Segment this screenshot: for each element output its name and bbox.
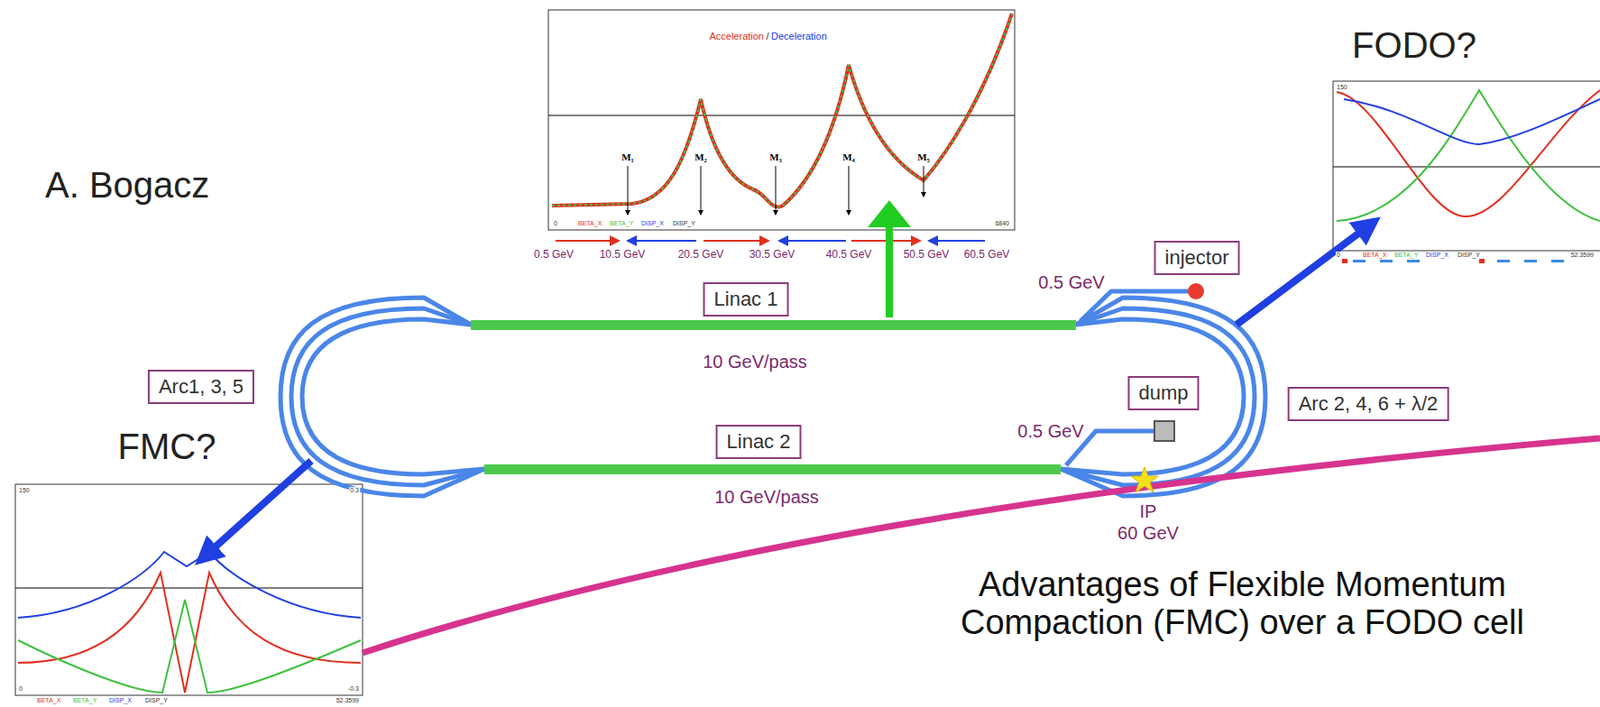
axis-label: -0.3 (347, 685, 360, 693)
pointer-arrow (885, 225, 893, 318)
axis-label: 0 (552, 220, 559, 228)
optics-plot-fmc (15, 484, 363, 696)
linac-box: Linac 1 (703, 282, 790, 317)
axis-label: 6840 (993, 220, 1011, 228)
dump-box: dump (1127, 376, 1199, 411)
axis-label: DISP_Y (144, 697, 169, 705)
annotation-label: 20.5 GeV (677, 248, 726, 261)
annotation-label: 10 GeV/pass (714, 487, 819, 507)
node-text: injector (1165, 246, 1230, 270)
axis-label: BETA_X (36, 697, 62, 705)
axis-label: DISP_Y (1456, 251, 1481, 259)
axis-label: DISP_X (108, 697, 133, 705)
annotation-label: 0.5 GeV (1038, 272, 1104, 293)
injector-dot (1187, 283, 1205, 300)
annotation-label: 0.5 GeV (533, 248, 575, 261)
axis-label: BETA_X (1361, 251, 1388, 259)
linac-bar (470, 320, 1076, 331)
dump-square (1154, 421, 1175, 442)
annotation-label: 60 GeV (1117, 523, 1179, 543)
annotation-label: Deceleration (770, 30, 828, 42)
axis-label: BETA_Y (72, 697, 98, 705)
annotation-label: 10.5 GeV (598, 248, 647, 261)
racetrack-arcs (280, 291, 1266, 497)
linac-box: Linac 2 (716, 424, 802, 460)
node-text: Linac 1 (714, 287, 779, 312)
axis-label: BETA_Y (1393, 251, 1419, 259)
annotation-label: 30.5 GeV (748, 248, 797, 261)
annotation-label: 10 GeV/pass (702, 351, 808, 372)
axis-label: 52.3599 (1570, 251, 1595, 259)
optics-plot-linac (548, 9, 1015, 241)
heading-label: FMC? (118, 426, 217, 467)
annotation-label: 40.5 GeV (825, 248, 874, 261)
annotation-label: 50.5 GeV (902, 248, 951, 261)
annotation-label: 60.5 GeV (963, 248, 1012, 261)
annotation-label: M₅ (916, 151, 931, 163)
caption-text: Advantages of Flexible Momentum Compacti… (892, 566, 1592, 643)
axis-label: DISP_X (1425, 251, 1450, 259)
pointer-arrowhead (867, 200, 911, 228)
annotation-label: IP (1140, 501, 1158, 522)
arc-box: Arc1, 3, 5 (147, 369, 255, 405)
axis-label: 52.3599 (335, 697, 360, 705)
axis-label: BETA_X (577, 220, 603, 228)
axis-label: 0 (1335, 251, 1342, 259)
axis-label: 0 (18, 685, 24, 693)
heading-label: FODO? (1351, 25, 1477, 65)
axis-label: BETA_Y (608, 220, 635, 228)
pointer-arrow (205, 460, 312, 556)
node-text: Arc1, 3, 5 (158, 375, 244, 399)
heading-label: A. Bogacz (45, 165, 210, 205)
annotation-label: / (764, 30, 770, 42)
annotation-label: M₃ (768, 151, 783, 163)
axis-label: 150 (18, 487, 31, 495)
annotation-label: M₄ (841, 151, 856, 163)
annotation-label: M₁ (620, 151, 635, 163)
axis-label: 0.3 (349, 487, 360, 495)
ip-star (1131, 467, 1159, 493)
node-text: dump (1138, 381, 1188, 405)
annotation-label: M₂ (693, 151, 709, 163)
injector-box: injector (1154, 240, 1241, 276)
optics-plot-fodo (1333, 81, 1600, 264)
annotation-label: Acceleration (708, 30, 765, 42)
pointer-arrow (1236, 225, 1370, 325)
annotation-label: 0.5 GeV (1017, 421, 1084, 442)
arc-box: Arc 2, 4, 6 + λ/2 (1287, 386, 1450, 422)
ring-line (362, 438, 1600, 653)
linac-bar (484, 464, 1061, 475)
axis-label: DISP_Y (671, 220, 697, 228)
node-text: Arc 2, 4, 6 + λ/2 (1298, 392, 1439, 416)
node-text: Linac 2 (726, 430, 791, 454)
axis-label: DISP_X (640, 220, 665, 228)
axis-label: 150 (1335, 83, 1349, 92)
